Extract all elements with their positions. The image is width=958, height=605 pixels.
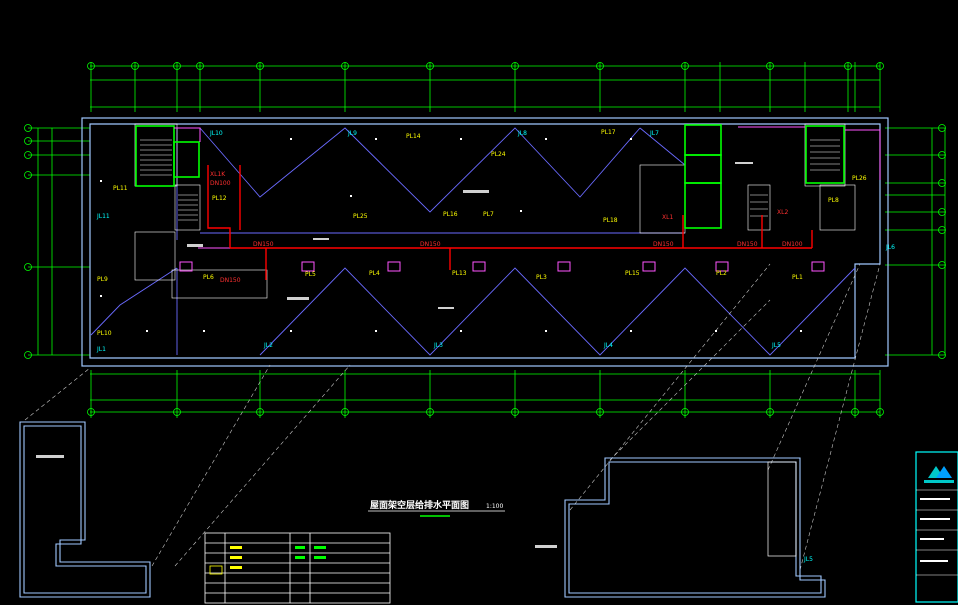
dn-label-7: DN150 <box>220 277 241 284</box>
magenta-walls <box>174 126 881 249</box>
label-pl1: PL1 <box>792 274 803 281</box>
stairs-left <box>134 123 268 299</box>
label-jl4: JL4 <box>603 342 613 349</box>
label-xl1: XL1 <box>662 214 673 221</box>
dn-label-5: DN100 <box>782 241 803 248</box>
label-jl7: JL7 <box>649 130 659 137</box>
label-pl13: PL13 <box>452 270 467 277</box>
label-pl26: PL26 <box>852 175 867 182</box>
dn-label-1: DN150 <box>253 241 274 248</box>
pipe-labels: PL11 PL12 PL13 PL14 PL15 PL16 PL17 PL18 … <box>96 129 895 563</box>
label-pl18: PL18 <box>603 217 618 224</box>
roof-drains <box>179 261 825 272</box>
drawing-scale: 1:100 <box>486 503 503 510</box>
detail-plan-right <box>564 457 826 598</box>
detail-plan-left <box>19 421 151 598</box>
riser-points <box>100 138 802 332</box>
fire-water-main <box>207 165 813 280</box>
label-jl2: JL2 <box>263 342 273 349</box>
roof-ridges <box>90 127 856 356</box>
label-pl10: PL10 <box>97 330 112 337</box>
legend-symbols <box>209 546 326 575</box>
label-pl8: PL8 <box>828 197 839 204</box>
leader-lines <box>24 263 881 571</box>
label-jl6: JL6 <box>885 244 895 251</box>
label-xl1k: XL1K <box>210 171 226 178</box>
label-pl5: PL5 <box>305 271 316 278</box>
legend-table <box>204 532 391 604</box>
label-jl5: JL5 <box>771 342 781 349</box>
top-dimension-lines <box>37 65 946 413</box>
label-pl17: PL17 <box>601 129 616 136</box>
label-pl15: PL15 <box>625 270 640 277</box>
label-xl2: XL2 <box>777 209 788 216</box>
label-pl14: PL14 <box>406 133 421 140</box>
label-pl4: PL4 <box>369 270 380 277</box>
label-jl-detail: JL5 <box>803 556 813 563</box>
drawing-title: 屋面架空层给排水平面图 <box>370 499 469 511</box>
label-pl2: PL2 <box>716 270 727 277</box>
label-pl6: PL6 <box>203 274 214 281</box>
dn-label-2: DN150 <box>420 241 441 248</box>
label-jl10: JL10 <box>209 130 223 137</box>
label-pl12: PL12 <box>212 195 227 202</box>
label-jl3: JL3 <box>433 342 443 349</box>
building-outline <box>81 117 889 367</box>
column-grid-marks <box>28 62 945 418</box>
white-note-blocks <box>36 162 753 548</box>
label-pl9: PL9 <box>97 276 108 283</box>
drawing-title-group: 屋面架空层给排水平面图 1:100 <box>368 499 505 517</box>
dn-label-6: DN100 <box>210 180 231 187</box>
dn-label-3: DN150 <box>653 241 674 248</box>
dn-label-4: DN150 <box>737 241 758 248</box>
label-pl3: PL3 <box>536 274 547 281</box>
grid-bubbles <box>24 62 946 416</box>
label-jl9: JL9 <box>347 130 357 137</box>
label-jl1: JL1 <box>96 346 106 353</box>
label-pl11: PL11 <box>113 185 128 192</box>
title-block <box>915 451 958 603</box>
dn-labels: DN150 DN150 DN150 DN150 DN100 DN100 DN15… <box>210 180 803 284</box>
label-pl7: PL7 <box>483 211 494 218</box>
label-pl24: PL24 <box>491 151 506 158</box>
label-pl25: PL25 <box>353 213 368 220</box>
label-jl11: JL11 <box>96 213 110 220</box>
equipment-shafts <box>135 124 845 229</box>
label-pl16: PL16 <box>443 211 458 218</box>
label-jl8: JL8 <box>517 130 527 137</box>
